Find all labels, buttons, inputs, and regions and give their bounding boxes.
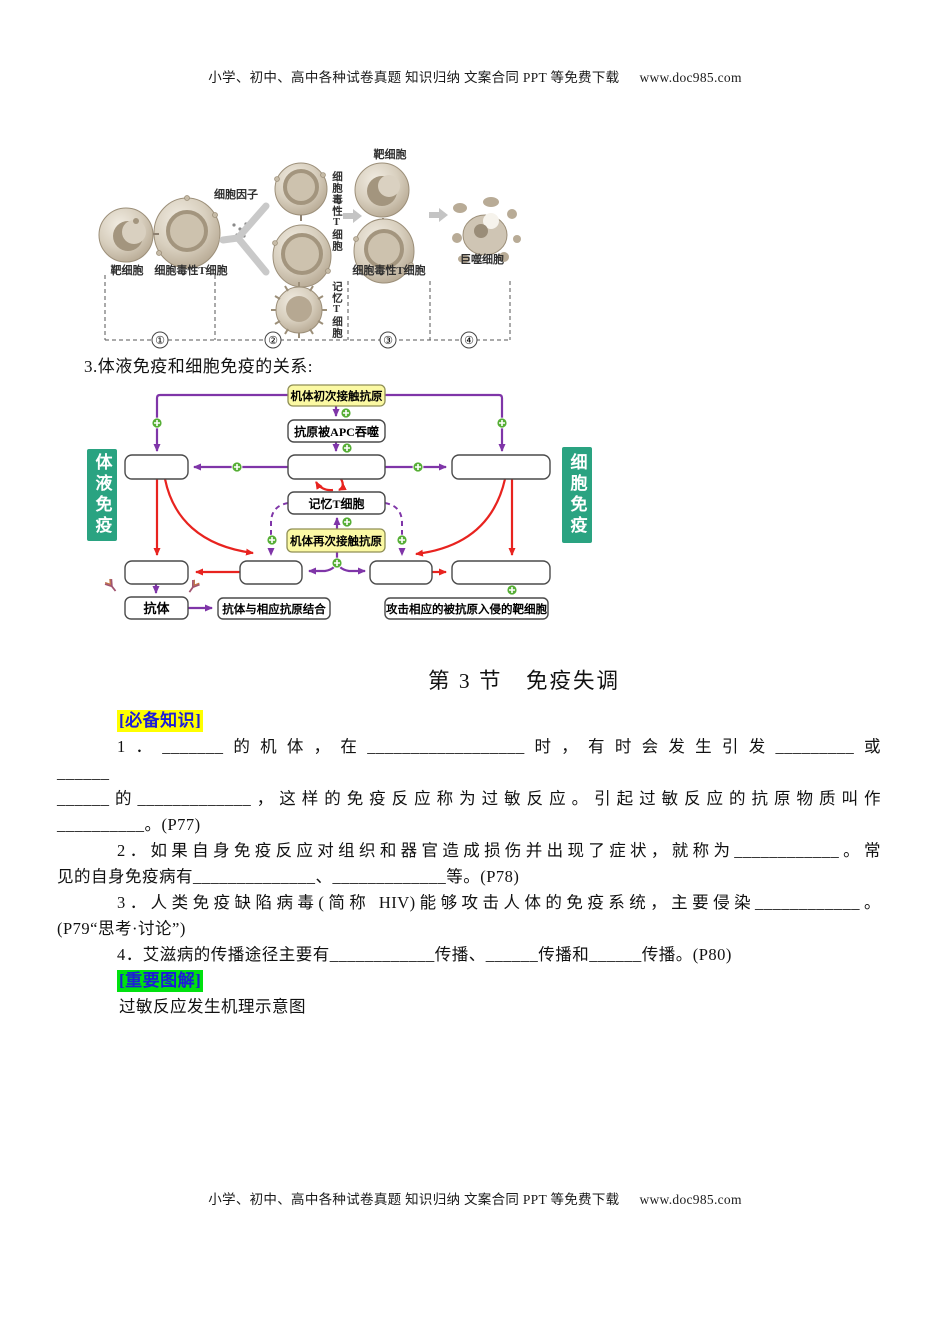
q1-line-2: ______: [57, 763, 110, 782]
q2-line-2: 见的自身免疫病有______________、_____________等。(P…: [57, 867, 520, 886]
ctl-vertical-label: 细胞毒性T细胞: [331, 171, 342, 252]
q3-line-2: (P79“思考·讨论”): [57, 919, 186, 938]
blank-box-b-cell: [124, 454, 189, 480]
q2-line-1: 2．如果自身免疫反应对组织和器官造成损伤并出现了症状，就称为__________…: [117, 841, 881, 860]
attack-target-label: 攻击相应的被抗原入侵的靶细胞: [386, 602, 547, 616]
page-footer: 小学、初中、高中各种试卷真题 知识归纳 文案合同 PPT 等免费下载 www.do…: [0, 1188, 950, 1208]
branch-arrow: [219, 202, 270, 276]
diagram-caption: 过敏反应发生机理示意图: [119, 997, 306, 1016]
q4-line-1: 4．艾滋病的传播途径主要有____________传播、______传播和___…: [117, 945, 732, 964]
target-cell-1-label: 靶细胞: [111, 263, 144, 277]
cellular-immunity-side-label: 细胞免疫: [562, 447, 592, 543]
knowledge-content: [必备知识] 1．_______的机体，在__________________时…: [57, 708, 881, 1020]
q3-line-1: 3．人类免疫缺陷病毒(简称 HIV)能够攻击人体的免疫系统，主要侵染______…: [117, 893, 881, 912]
ctl-1-label: 细胞毒性T细胞: [154, 263, 227, 277]
step3-arrow: [343, 209, 362, 223]
ctl-3-label: 细胞毒性T细胞: [352, 263, 425, 277]
macrophage-label: 巨噬细胞: [460, 252, 504, 266]
target-cell-2: [354, 162, 410, 223]
immunity-flowchart: 机体初次接触抗原 抗原被APC吞噬 记忆T细胞 机体再次接触抗原: [85, 378, 605, 628]
step-1-number: ①: [155, 335, 165, 347]
blank-box-plasma: [124, 560, 189, 585]
cytotoxic-t-cell-3: [353, 218, 415, 284]
cytotoxic-t-cell-2a: [274, 162, 328, 221]
apc-engulf-label: 抗原被APC吞噬: [294, 424, 379, 439]
second-contact-box: 机体再次接触抗原: [286, 528, 386, 553]
purple-dashed-arrows: [267, 502, 406, 556]
step4-arrow: [429, 208, 448, 222]
page-header: 小学、初中、高中各种试卷真题 知识归纳 文案合同 PPT 等免费下载 www.do…: [0, 66, 950, 86]
footer-text: 小学、初中、高中各种试卷真题 知识归纳 文案合同 PPT 等免费下载: [208, 1192, 620, 1207]
lysed-cell-debris: [452, 197, 521, 263]
antibody-box: 抗体: [124, 596, 189, 620]
memory-t-cell: [271, 282, 327, 338]
step-2-number: ②: [268, 335, 278, 347]
cytotoxic-t-cell-2b: [272, 224, 332, 293]
first-contact-box: 机体初次接触抗原: [287, 384, 386, 407]
memory-t-vertical-label: 记忆T细胞: [331, 281, 342, 339]
antibody-icon-right: [188, 579, 200, 593]
step-3-number: ③: [383, 335, 393, 347]
footer-site-url: www.doc985.com: [639, 1192, 742, 1207]
cell-figure-canvas: 靶细胞 细胞毒性T细胞 细胞因子 靶细胞 细胞毒性T细胞 巨噬细胞 ①: [98, 147, 521, 349]
first-contact-label: 机体初次接触抗原: [291, 389, 383, 403]
step-numbers: ① ② ③ ④: [151, 331, 478, 349]
antibody-label: 抗体: [143, 601, 170, 616]
red-arrows: [153, 478, 516, 576]
memory-t-box: 记忆T细胞: [287, 491, 386, 515]
header-text: 小学、初中、高中各种试卷真题 知识归纳 文案合同 PPT 等免费下载: [208, 70, 620, 85]
relationship-heading: 3.体液免疫和细胞免疫的关系:: [84, 357, 313, 376]
attack-target-box: 攻击相应的被抗原入侵的靶细胞: [384, 597, 549, 620]
q1-line-1: 1．_______的机体，在__________________时，有时会发生引…: [117, 737, 881, 756]
cytotoxic-t-cell-1: [153, 195, 221, 269]
header-site-url: www.doc985.com: [639, 70, 742, 85]
antibody-binding-box: 抗体与相应抗原结合: [217, 597, 331, 620]
blank-box-helper-t: [287, 454, 386, 480]
memory-t-label: 记忆T细胞: [308, 496, 364, 511]
step-bracket: [104, 275, 511, 341]
flowchart-canvas: 机体初次接触抗原 抗原被APC吞噬 记忆T细胞 机体再次接触抗原: [104, 384, 551, 620]
target-cell-1: [98, 207, 154, 263]
blank-box-memory-t2: [369, 560, 433, 585]
blank-box-memory-b: [239, 560, 303, 585]
q1-line-3: ______的_____________，这样的免疫反应称为过敏反应。引起过敏反…: [57, 789, 881, 808]
important-diagram-badge: [重要图解]: [117, 970, 204, 992]
required-knowledge-badge: [必备知识]: [117, 710, 204, 732]
apc-engulf-box: 抗原被APC吞噬: [287, 419, 386, 443]
target-cell-2-label: 靶细胞: [374, 147, 407, 161]
antibody-binding-label: 抗体与相应抗原结合: [222, 602, 326, 616]
blank-box-effector-t: [451, 560, 551, 585]
cell-process-figure: 靶细胞 细胞毒性T细胞 细胞因子 靶细胞 细胞毒性T细胞 巨噬细胞 ①: [95, 143, 525, 358]
q1-line-4: __________。(P77): [57, 815, 201, 834]
blank-box-t-cell: [451, 454, 551, 480]
cytokine-label: 细胞因子: [214, 187, 258, 201]
step-4-number: ④: [464, 335, 474, 347]
second-contact-label: 机体再次接触抗原: [290, 534, 382, 548]
section-title: 第 3 节 免疫失调: [427, 669, 620, 693]
humoral-immunity-side-label: 体液免疫: [87, 449, 117, 541]
antibody-icon-left: [104, 578, 117, 592]
